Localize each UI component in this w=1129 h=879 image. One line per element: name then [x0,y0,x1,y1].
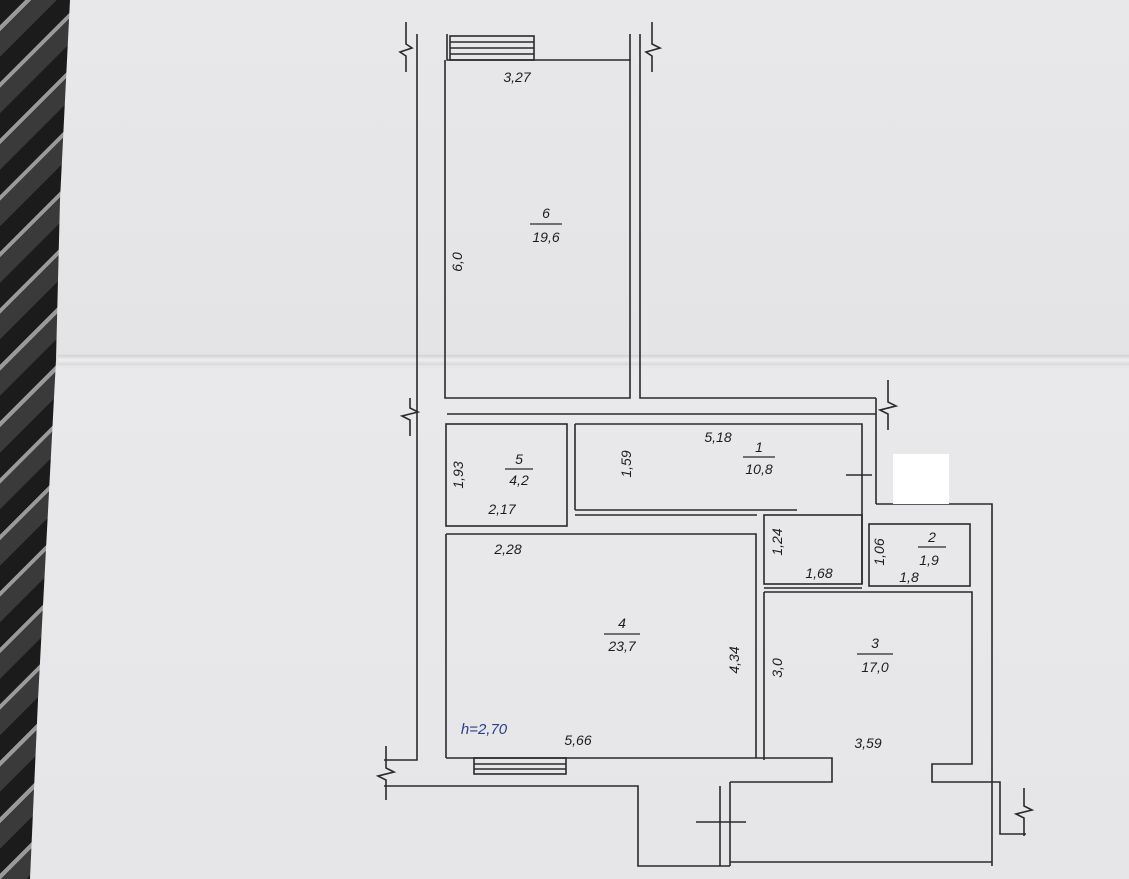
room-5-number: 5 [515,451,523,467]
dim-room3-height: 3,0 [769,658,785,678]
paper-fold [58,355,1129,365]
dim-room6-length: 6,0 [449,252,465,272]
dim-room5-width: 2,17 [487,501,516,517]
paper-sheet [30,0,1129,879]
walls [384,34,1026,867]
room-4-number: 4 [618,615,626,631]
dim-hall-width: 1,68 [805,565,832,581]
dim-room1-width: 5,18 [704,429,731,445]
dim-room4-width: 5,66 [564,732,591,748]
break-markers [375,22,1035,836]
room-4-area: 23,7 [607,638,636,654]
room-1-area: 10,8 [745,461,772,477]
dim-room2-width: 1,8 [899,569,919,585]
room-labels: 6 19,6 5 4,2 1 10,8 2 1,9 4 23,7 3 17,0 [505,205,946,675]
dimension-labels: 3,27 6,0 1,93 2,17 5,18 1,59 2,28 4,34 5… [449,69,919,751]
room-3-area: 17,0 [861,659,888,675]
room-5-area: 4,2 [509,472,529,488]
redaction-patch [893,454,949,504]
room-2-number: 2 [927,529,936,545]
room-6-area: 19,6 [532,229,559,245]
dim-hall-height: 1,24 [769,528,785,555]
dim-room3-width: 3,59 [854,735,881,751]
room-3-number: 3 [871,635,879,651]
dim-room6-width: 3,27 [503,69,531,85]
dim-room2-height: 1,06 [871,538,887,565]
room-6-number: 6 [542,205,550,221]
dim-room5-height: 1,93 [450,461,466,488]
room-2-area: 1,9 [919,552,939,568]
dim-room4-height: 4,34 [726,646,742,673]
room-1-number: 1 [755,439,763,455]
dim-room4-top: 2,28 [493,541,521,557]
ceiling-height-label: h=2,70 [461,721,508,738]
dim-room1-height: 1,59 [618,450,634,477]
